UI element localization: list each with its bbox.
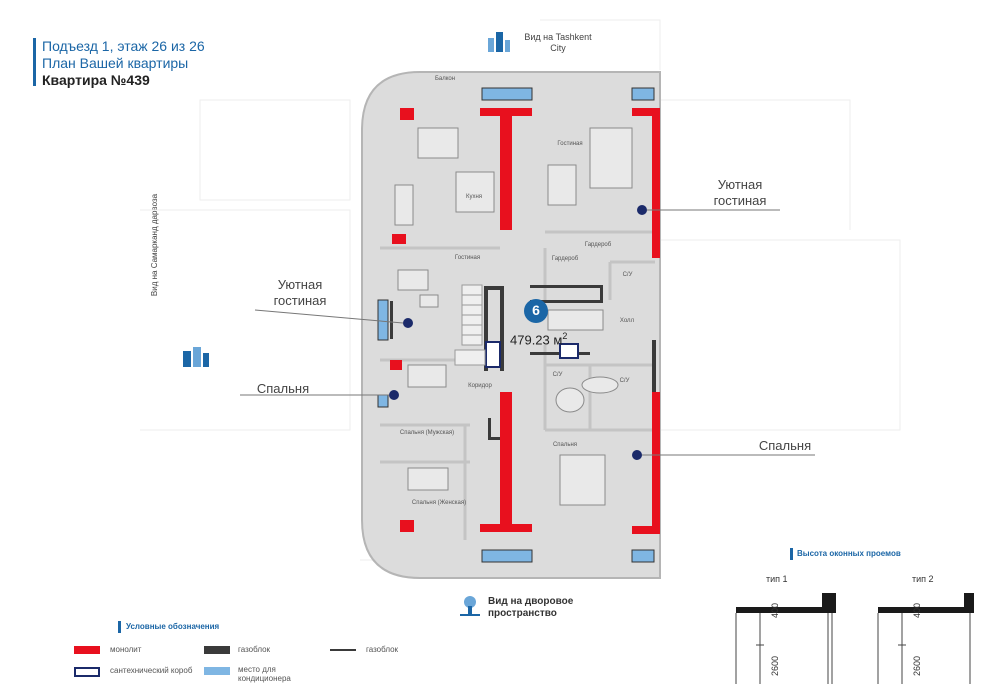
monolith-walls: [390, 108, 660, 534]
window-heights-accent: [790, 548, 793, 560]
legend-gasblock-2: газоблок: [366, 645, 399, 654]
apartment-area: 479.23 м2: [510, 331, 568, 348]
conditioner-places: [377, 87, 655, 563]
room-bath-2: С/У: [552, 372, 563, 378]
legend-monolith-swatch: [74, 646, 100, 654]
furniture: [394, 127, 633, 506]
room-living-2: Гостиная: [454, 255, 481, 261]
sanitary-box-2: [559, 343, 579, 359]
legend-monolith: монолит: [110, 645, 142, 654]
room-kitchen: Кухня: [465, 194, 483, 200]
room-wardrobe-2: Гардероб: [551, 256, 579, 262]
sanitary-box: [485, 341, 501, 368]
city-view-icon: [488, 32, 510, 52]
staircase: [454, 284, 486, 366]
room-bedroom: Спальня: [552, 442, 578, 448]
legend-sanitary-swatch: [74, 667, 100, 677]
callout-bedroom-right: Спальня: [758, 438, 812, 453]
legend-conditioner: место для кондиционера: [238, 665, 291, 683]
legend-conditioner-swatch: [204, 667, 230, 675]
legend-sanitary: сантехнический короб: [110, 666, 193, 675]
legend-gasblock-1: газоблок: [238, 645, 271, 654]
room-bedroom-men: Спальня (Мужская): [399, 430, 455, 436]
room-bath-3: С/У: [619, 378, 630, 384]
room-living-1: Гостиная: [557, 141, 583, 147]
gate-view-icon: [183, 347, 209, 367]
window-dim-2600-b: 2600: [912, 655, 922, 676]
internal-walls: [380, 230, 655, 540]
window-type-1: тип 1: [766, 574, 788, 584]
window-dim-400-a: 400: [770, 602, 780, 618]
apartment-number-badge: [524, 299, 548, 323]
room-markers: [389, 205, 647, 460]
room-hall: Холл: [619, 318, 635, 324]
legend-gasblock-thin-swatch: [330, 649, 356, 651]
header-plan-title: План Вашей квартиры: [42, 55, 189, 71]
room-balcony: Балкон: [434, 76, 456, 82]
room-wardrobe-1: Гардероб: [584, 242, 612, 248]
window-sections: [735, 593, 974, 684]
window-type-2: тип 2: [912, 574, 934, 584]
apartment-number: 6: [532, 302, 540, 318]
window-dim-400-b: 400: [912, 602, 922, 618]
room-bedroom-women: Спальня (Женская): [411, 500, 467, 506]
apartment-floor: [361, 71, 661, 579]
callout-lines: [240, 209, 815, 456]
legend-title: Условные обозначения: [126, 622, 220, 631]
header-entrance-floor: Подъезд 1, этаж 26 из 26: [42, 38, 205, 54]
legend-accent: [118, 621, 121, 633]
legend-gasblock-swatch: [204, 646, 230, 654]
window-dim-2600-a: 2600: [770, 655, 780, 676]
header-accent-bar: [33, 38, 36, 86]
room-corridor: Коридор: [468, 383, 492, 389]
window-heights-title: Высота оконных проемов: [797, 549, 901, 558]
room-bath-1: С/У: [622, 272, 633, 278]
header-apartment-number: Квартира №439: [42, 72, 150, 88]
yard-view-icon: [460, 596, 480, 616]
callout-bedroom-left: Спальня: [256, 381, 310, 396]
